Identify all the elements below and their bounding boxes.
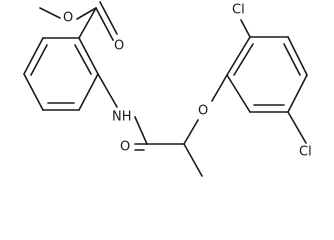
bond-ether-oxygen-to-ring (211, 74, 228, 102)
bond-ring-to-chlorine-bottom (287, 111, 307, 144)
structure-diagram: O O NH O O Cl Cl (23, 1, 312, 177)
bond-ring-to-chlorine-top (240, 19, 251, 38)
molecule-drawing: O O NH O O Cl Cl (23, 1, 312, 177)
atom-label-chlorine-top: Cl (232, 3, 245, 18)
atom-label-amide-nitrogen: NH (112, 110, 132, 125)
ring-b-bond-4 (287, 74, 308, 113)
atom-label-amide-carbonyl-oxygen: O (120, 140, 130, 155)
ring-b-bond-3 (287, 36, 308, 76)
ring-a-bond-2 (23, 37, 44, 75)
bond-ch-to-methyl (183, 143, 203, 177)
bond-carbonyl-carbon-to-ring (78, 7, 97, 39)
atom-label-ester-ether-oxygen: O (63, 11, 73, 26)
bond-oxygen-carbonyl-carbon (76, 7, 97, 20)
bond-nitrogen-to-amide-carbon (134, 116, 148, 145)
ring-b-inner-double-2 (283, 43, 301, 76)
bond-ring-to-nitrogen (97, 73, 118, 108)
atom-label-chlorine-bottom: Cl (299, 145, 312, 160)
bond-ch-to-ether-oxygen (183, 119, 199, 145)
ring-b-inner-double-1 (233, 43, 254, 76)
bond-ester-carbonyl-double-2 (99, 1, 118, 35)
ring-a-bond-6 (78, 37, 99, 75)
atom-label-ester-carbonyl-oxygen: O (114, 39, 124, 54)
ring-a-inner-double-1 (30, 44, 48, 76)
atom-label-aryl-ether-oxygen: O (198, 104, 208, 119)
bond-methyl-oxygen (39, 7, 61, 19)
ring-a-bond-3 (23, 73, 44, 111)
ring-a-inner-double-3 (74, 44, 92, 75)
ring-b-bond-6 (226, 74, 251, 113)
ring-b-bond-1 (226, 36, 251, 76)
bond-ester-carbonyl-double-1 (95, 7, 114, 41)
ring-a-bond-5 (78, 73, 99, 111)
